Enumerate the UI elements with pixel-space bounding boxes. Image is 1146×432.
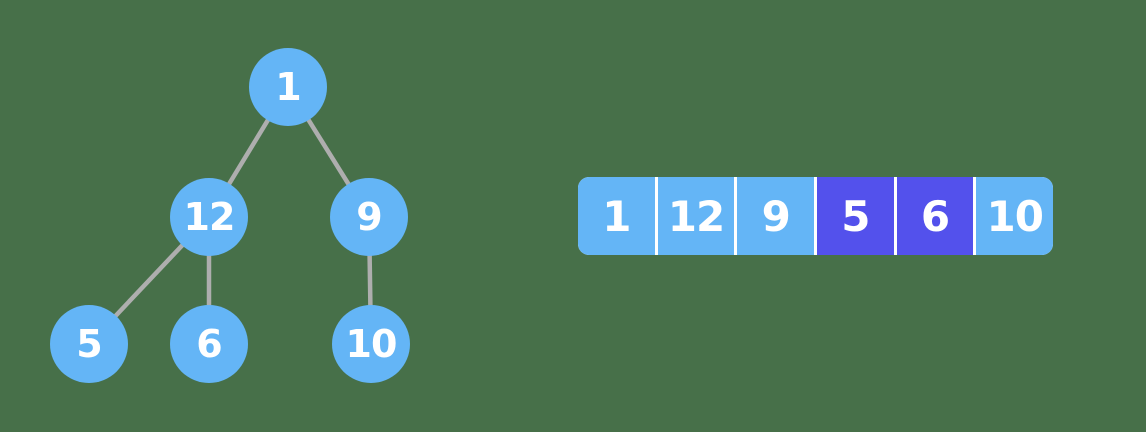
array-cell-label: 6	[920, 191, 950, 241]
tree-node-label: 5	[76, 322, 102, 366]
array-cell-label: 5	[841, 191, 870, 241]
tree-node: 5	[50, 305, 128, 383]
array-cell: 10	[976, 177, 1053, 255]
array-cell-highlighted: 6	[896, 177, 974, 255]
tree-node: 12	[170, 178, 248, 256]
array-cell-label: 9	[761, 191, 791, 241]
tree-node: 9	[330, 178, 408, 256]
array-cell: 1	[578, 177, 655, 255]
tree-node: 1	[249, 48, 327, 126]
array-cell-highlighted: 5	[817, 177, 894, 255]
tree-node-label: 10	[345, 322, 398, 366]
array-cell-label: 10	[986, 191, 1043, 241]
tree-node-label: 12	[183, 195, 236, 239]
array-cell-label: 1	[602, 191, 631, 241]
tree-node-label: 9	[356, 195, 382, 239]
tree-node: 10	[332, 305, 410, 383]
array-cell-label: 12	[667, 191, 725, 241]
tree-node-label: 6	[196, 322, 222, 366]
array-cell: 9	[737, 177, 815, 255]
tree-node: 6	[170, 305, 248, 383]
array-cell: 12	[657, 177, 735, 255]
tree-node-label: 1	[275, 65, 301, 109]
